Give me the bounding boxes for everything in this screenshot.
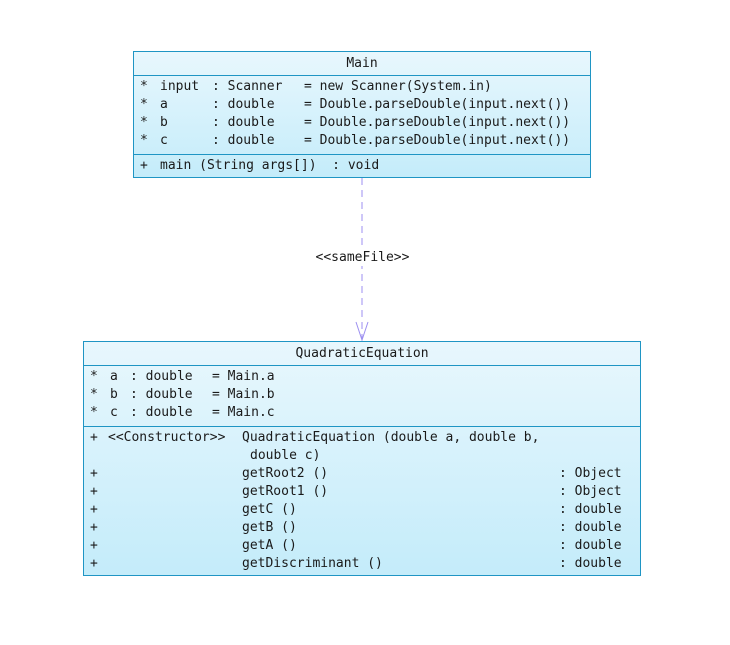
attribute-name: b [110, 387, 118, 402]
attribute-name: a [110, 369, 118, 384]
attribute-value: = Double.parseDouble(input.next()) [304, 97, 571, 112]
operations-compartment: + <<Constructor>> QuadraticEquation (dou… [84, 427, 640, 577]
visibility-marker: * [140, 115, 148, 130]
operation-return-type: : double [559, 538, 622, 553]
attribute-value: = Main.b [212, 387, 275, 402]
visibility-marker: * [90, 405, 98, 420]
operations-compartment: + main (String args[]) : void [134, 155, 590, 179]
constructor-signature: QuadraticEquation (double a, double b, [242, 430, 540, 445]
operation-row: + getRoot1 () : Object [84, 483, 640, 501]
class-name: QuadraticEquation [84, 342, 640, 366]
attribute-name: a [160, 97, 168, 112]
visibility-marker: + [140, 158, 148, 173]
dependency-stereotype-label: <<sameFile>> [300, 250, 425, 266]
operation-return-type: : Object [559, 466, 622, 481]
visibility-marker: + [90, 430, 98, 445]
attribute-type: : double [212, 133, 275, 148]
operation-row: + getC () : double [84, 501, 640, 519]
attribute-type: : double [130, 369, 193, 384]
visibility-marker: * [90, 387, 98, 402]
attribute-row: * c : double = Double.parseDouble(input.… [134, 132, 590, 150]
operation-name: getRoot2 () [242, 466, 329, 481]
operation-name: getB () [242, 520, 297, 535]
visibility-marker: + [90, 556, 98, 571]
operation-signature: main (String args[]) : void [160, 158, 380, 173]
operation-return-type: : Object [559, 484, 622, 499]
attribute-value: = Main.a [212, 369, 275, 384]
attribute-row: * a : double = Main.a [84, 368, 640, 386]
attribute-value: = Main.c [212, 405, 275, 420]
dependency-arrowhead [355, 321, 369, 342]
attribute-row: * b : double = Main.b [84, 386, 640, 404]
constructor-row: + <<Constructor>> QuadraticEquation (dou… [84, 429, 640, 447]
visibility-marker: * [140, 133, 148, 148]
attribute-value: = Double.parseDouble(input.next()) [304, 115, 571, 130]
attributes-compartment: * input : Scanner = new Scanner(System.i… [134, 76, 590, 155]
visibility-marker: * [90, 369, 98, 384]
attribute-name: c [160, 133, 168, 148]
constructor-stereotype: <<Constructor>> [108, 430, 226, 445]
operation-row: + getDiscriminant () : double [84, 555, 640, 573]
attribute-value: = Double.parseDouble(input.next()) [304, 133, 571, 148]
class-name: Main [134, 52, 590, 76]
visibility-marker: + [90, 502, 98, 517]
visibility-marker: * [140, 79, 148, 94]
operation-row: + main (String args[]) : void [134, 157, 590, 175]
attribute-name: input [160, 79, 200, 94]
attribute-value: = new Scanner(System.in) [304, 79, 492, 94]
operation-name: getDiscriminant () [242, 556, 383, 571]
operation-name: getA () [242, 538, 297, 553]
visibility-marker: + [90, 484, 98, 499]
attribute-type: : double [130, 387, 193, 402]
operation-row: + getB () : double [84, 519, 640, 537]
quadratic-equation-class-box[interactable]: QuadraticEquation * a : double = Main.a … [83, 341, 641, 576]
attribute-name: c [110, 405, 118, 420]
attribute-row: * b : double = Double.parseDouble(input.… [134, 114, 590, 132]
operation-return-type: : double [559, 520, 622, 535]
operation-name: getC () [242, 502, 297, 517]
attribute-row: * a : double = Double.parseDouble(input.… [134, 96, 590, 114]
visibility-marker: * [140, 97, 148, 112]
operation-return-type: : double [559, 502, 622, 517]
attribute-row: * c : double = Main.c [84, 404, 640, 422]
main-class-box[interactable]: Main * input : Scanner = new Scanner(Sys… [133, 51, 591, 178]
constructor-row-continued: double c) [84, 447, 640, 465]
visibility-marker: + [90, 520, 98, 535]
attributes-compartment: * a : double = Main.a * b : double = Mai… [84, 366, 640, 427]
attribute-type: : Scanner [212, 79, 283, 94]
dependency-connector [355, 178, 369, 342]
operation-row: + getA () : double [84, 537, 640, 555]
operation-name: getRoot1 () [242, 484, 329, 499]
operation-return-type: : double [559, 556, 622, 571]
visibility-marker: + [90, 538, 98, 553]
constructor-signature-continued: double c) [250, 448, 321, 463]
attribute-name: b [160, 115, 168, 130]
attribute-type: : double [130, 405, 193, 420]
operation-row: + getRoot2 () : Object [84, 465, 640, 483]
visibility-marker: + [90, 466, 98, 481]
attribute-row: * input : Scanner = new Scanner(System.i… [134, 78, 590, 96]
attribute-type: : double [212, 115, 275, 130]
attribute-type: : double [212, 97, 275, 112]
